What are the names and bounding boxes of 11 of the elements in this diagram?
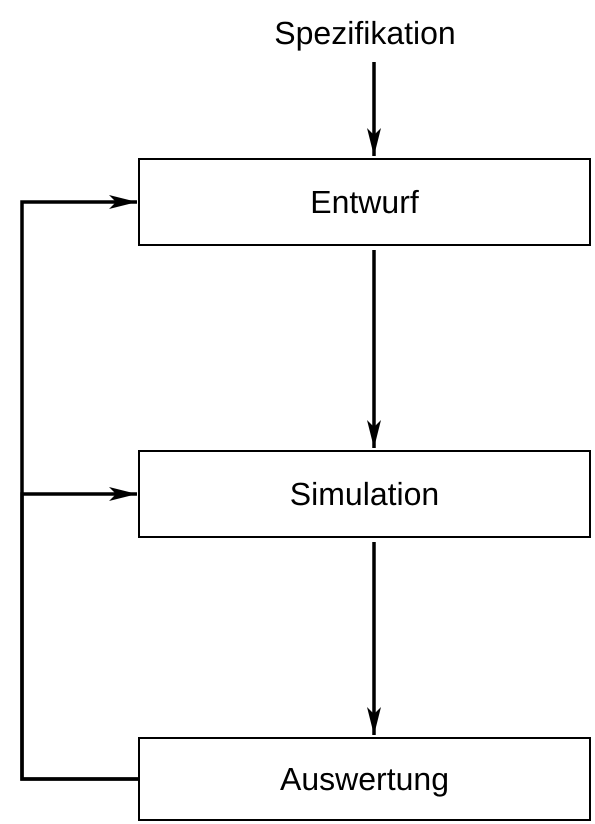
process-label: Auswertung: [280, 760, 449, 798]
process-label: Simulation: [290, 476, 440, 512]
arrow: [367, 62, 381, 156]
process-box: [138, 158, 591, 246]
process-label: Entwurf: [310, 184, 419, 220]
input-label: Spezifikation: [274, 14, 456, 52]
arrow: [367, 250, 381, 448]
arrow: [367, 542, 381, 735]
process-box: [138, 737, 591, 821]
arrow: [20, 487, 138, 781]
process-box: [138, 450, 591, 538]
